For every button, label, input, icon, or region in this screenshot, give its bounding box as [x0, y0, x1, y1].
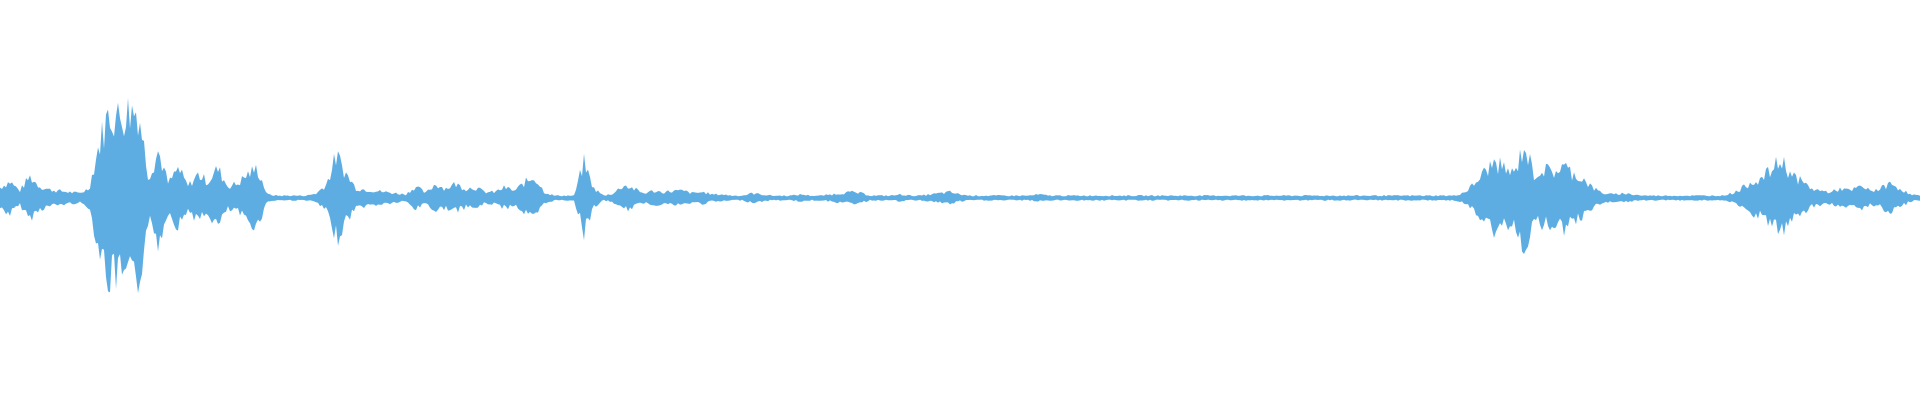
waveform-shape — [0, 98, 1920, 294]
